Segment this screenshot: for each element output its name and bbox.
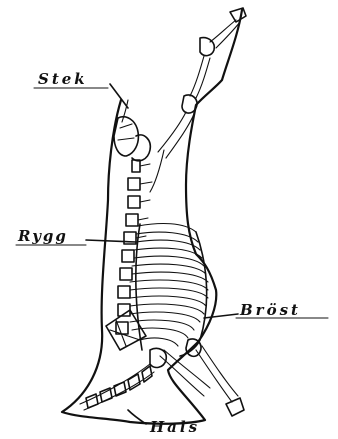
spine (116, 160, 152, 334)
brost-leader (204, 314, 238, 318)
hind-leg (150, 8, 246, 192)
label-stek: Stek (38, 70, 88, 88)
label-brost: Bröst (239, 301, 301, 319)
label-underlines (16, 88, 328, 318)
label-hals: Hals (149, 418, 200, 436)
leader-lines (86, 84, 238, 424)
carcass-outline (62, 10, 242, 424)
rygg-leader (86, 240, 136, 242)
neck-bones (80, 364, 154, 410)
ribs (130, 224, 208, 356)
label-rygg: Rygg (17, 227, 68, 245)
